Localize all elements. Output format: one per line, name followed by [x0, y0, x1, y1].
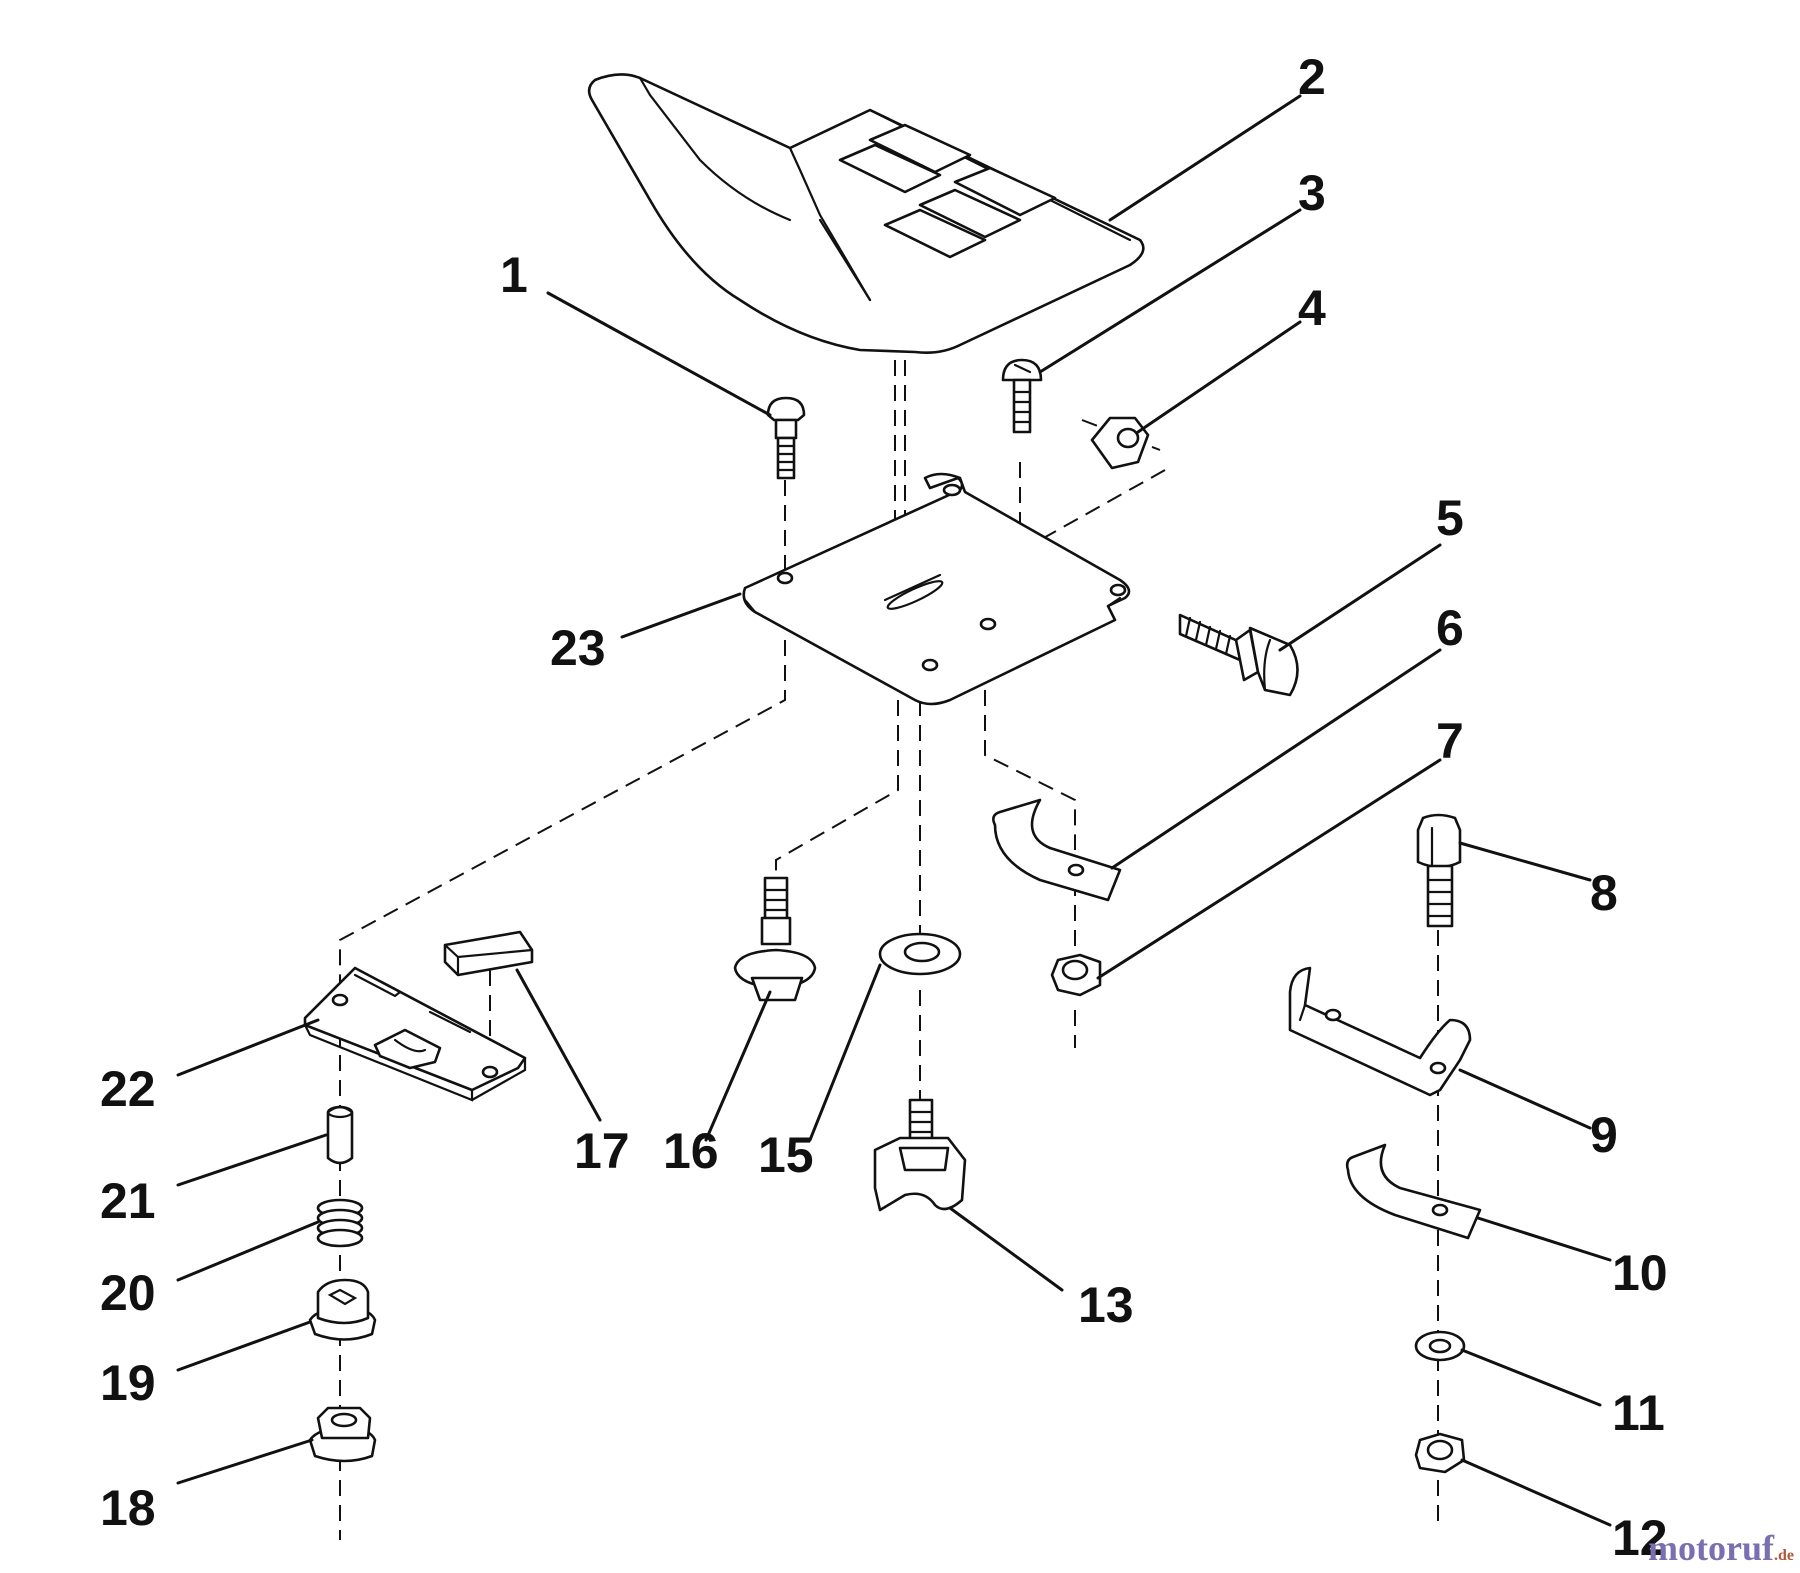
seat	[587, 73, 1145, 354]
callout-23: 23	[550, 620, 606, 676]
callout-18: 18	[100, 1480, 156, 1536]
watermark-logo: motoruf.de	[1648, 1527, 1794, 1569]
callout-labels: 1 2 3 4 5 6 7 8 9 10 11 12 13 15 16 17 1…	[100, 49, 1668, 1566]
spring-20	[316, 1198, 364, 1248]
callout-19: 19	[100, 1355, 156, 1411]
watermark-text: motoruf	[1648, 1528, 1774, 1568]
callout-22: 22	[100, 1061, 156, 1117]
flange-nut-18	[308, 1406, 377, 1463]
callout-3: 3	[1298, 165, 1326, 221]
callout-20: 20	[100, 1265, 156, 1321]
callout-17: 17	[574, 1123, 630, 1179]
lock-nut-7	[1050, 953, 1102, 997]
callout-21: 21	[100, 1173, 156, 1229]
callout-2: 2	[1298, 49, 1326, 105]
callout-4: 4	[1298, 280, 1326, 336]
hex-nut-4	[1090, 416, 1150, 470]
hex-bolt-8	[1416, 813, 1462, 928]
callout-12: 12	[1612, 1510, 1668, 1566]
callout-6: 6	[1436, 600, 1464, 656]
callout-8: 8	[1590, 865, 1618, 921]
callout-10: 10	[1612, 1245, 1668, 1301]
lock-nut-12	[1414, 1432, 1466, 1474]
clip-10	[1345, 1143, 1482, 1240]
callout-11: 11	[1612, 1385, 1665, 1441]
bushing-19	[308, 1278, 377, 1341]
seat-plate	[742, 472, 1131, 706]
bracket-9	[1288, 966, 1472, 1097]
pin-21	[326, 1105, 354, 1165]
latch-plate-22	[303, 966, 527, 1102]
watermark-suffix: .de	[1774, 1547, 1794, 1564]
knob-13	[873, 1098, 967, 1212]
callout-1: 1	[500, 247, 528, 303]
carriage-bolt	[766, 396, 806, 480]
shoulder-bolt-16	[733, 876, 817, 1002]
leader-lines	[176, 94, 1612, 1527]
callout-15: 15	[758, 1127, 814, 1183]
hex-bolt-5	[1178, 613, 1299, 697]
callout-16: 16	[663, 1123, 719, 1179]
clip-6	[992, 798, 1122, 902]
washer-15	[878, 932, 962, 976]
callout-5: 5	[1436, 490, 1464, 546]
washer-11	[1414, 1330, 1466, 1362]
callout-13: 13	[1078, 1277, 1134, 1333]
key-block-17	[443, 930, 534, 977]
round-head-screw	[1001, 358, 1043, 434]
callout-9: 9	[1590, 1107, 1618, 1163]
callout-7: 7	[1436, 713, 1464, 769]
